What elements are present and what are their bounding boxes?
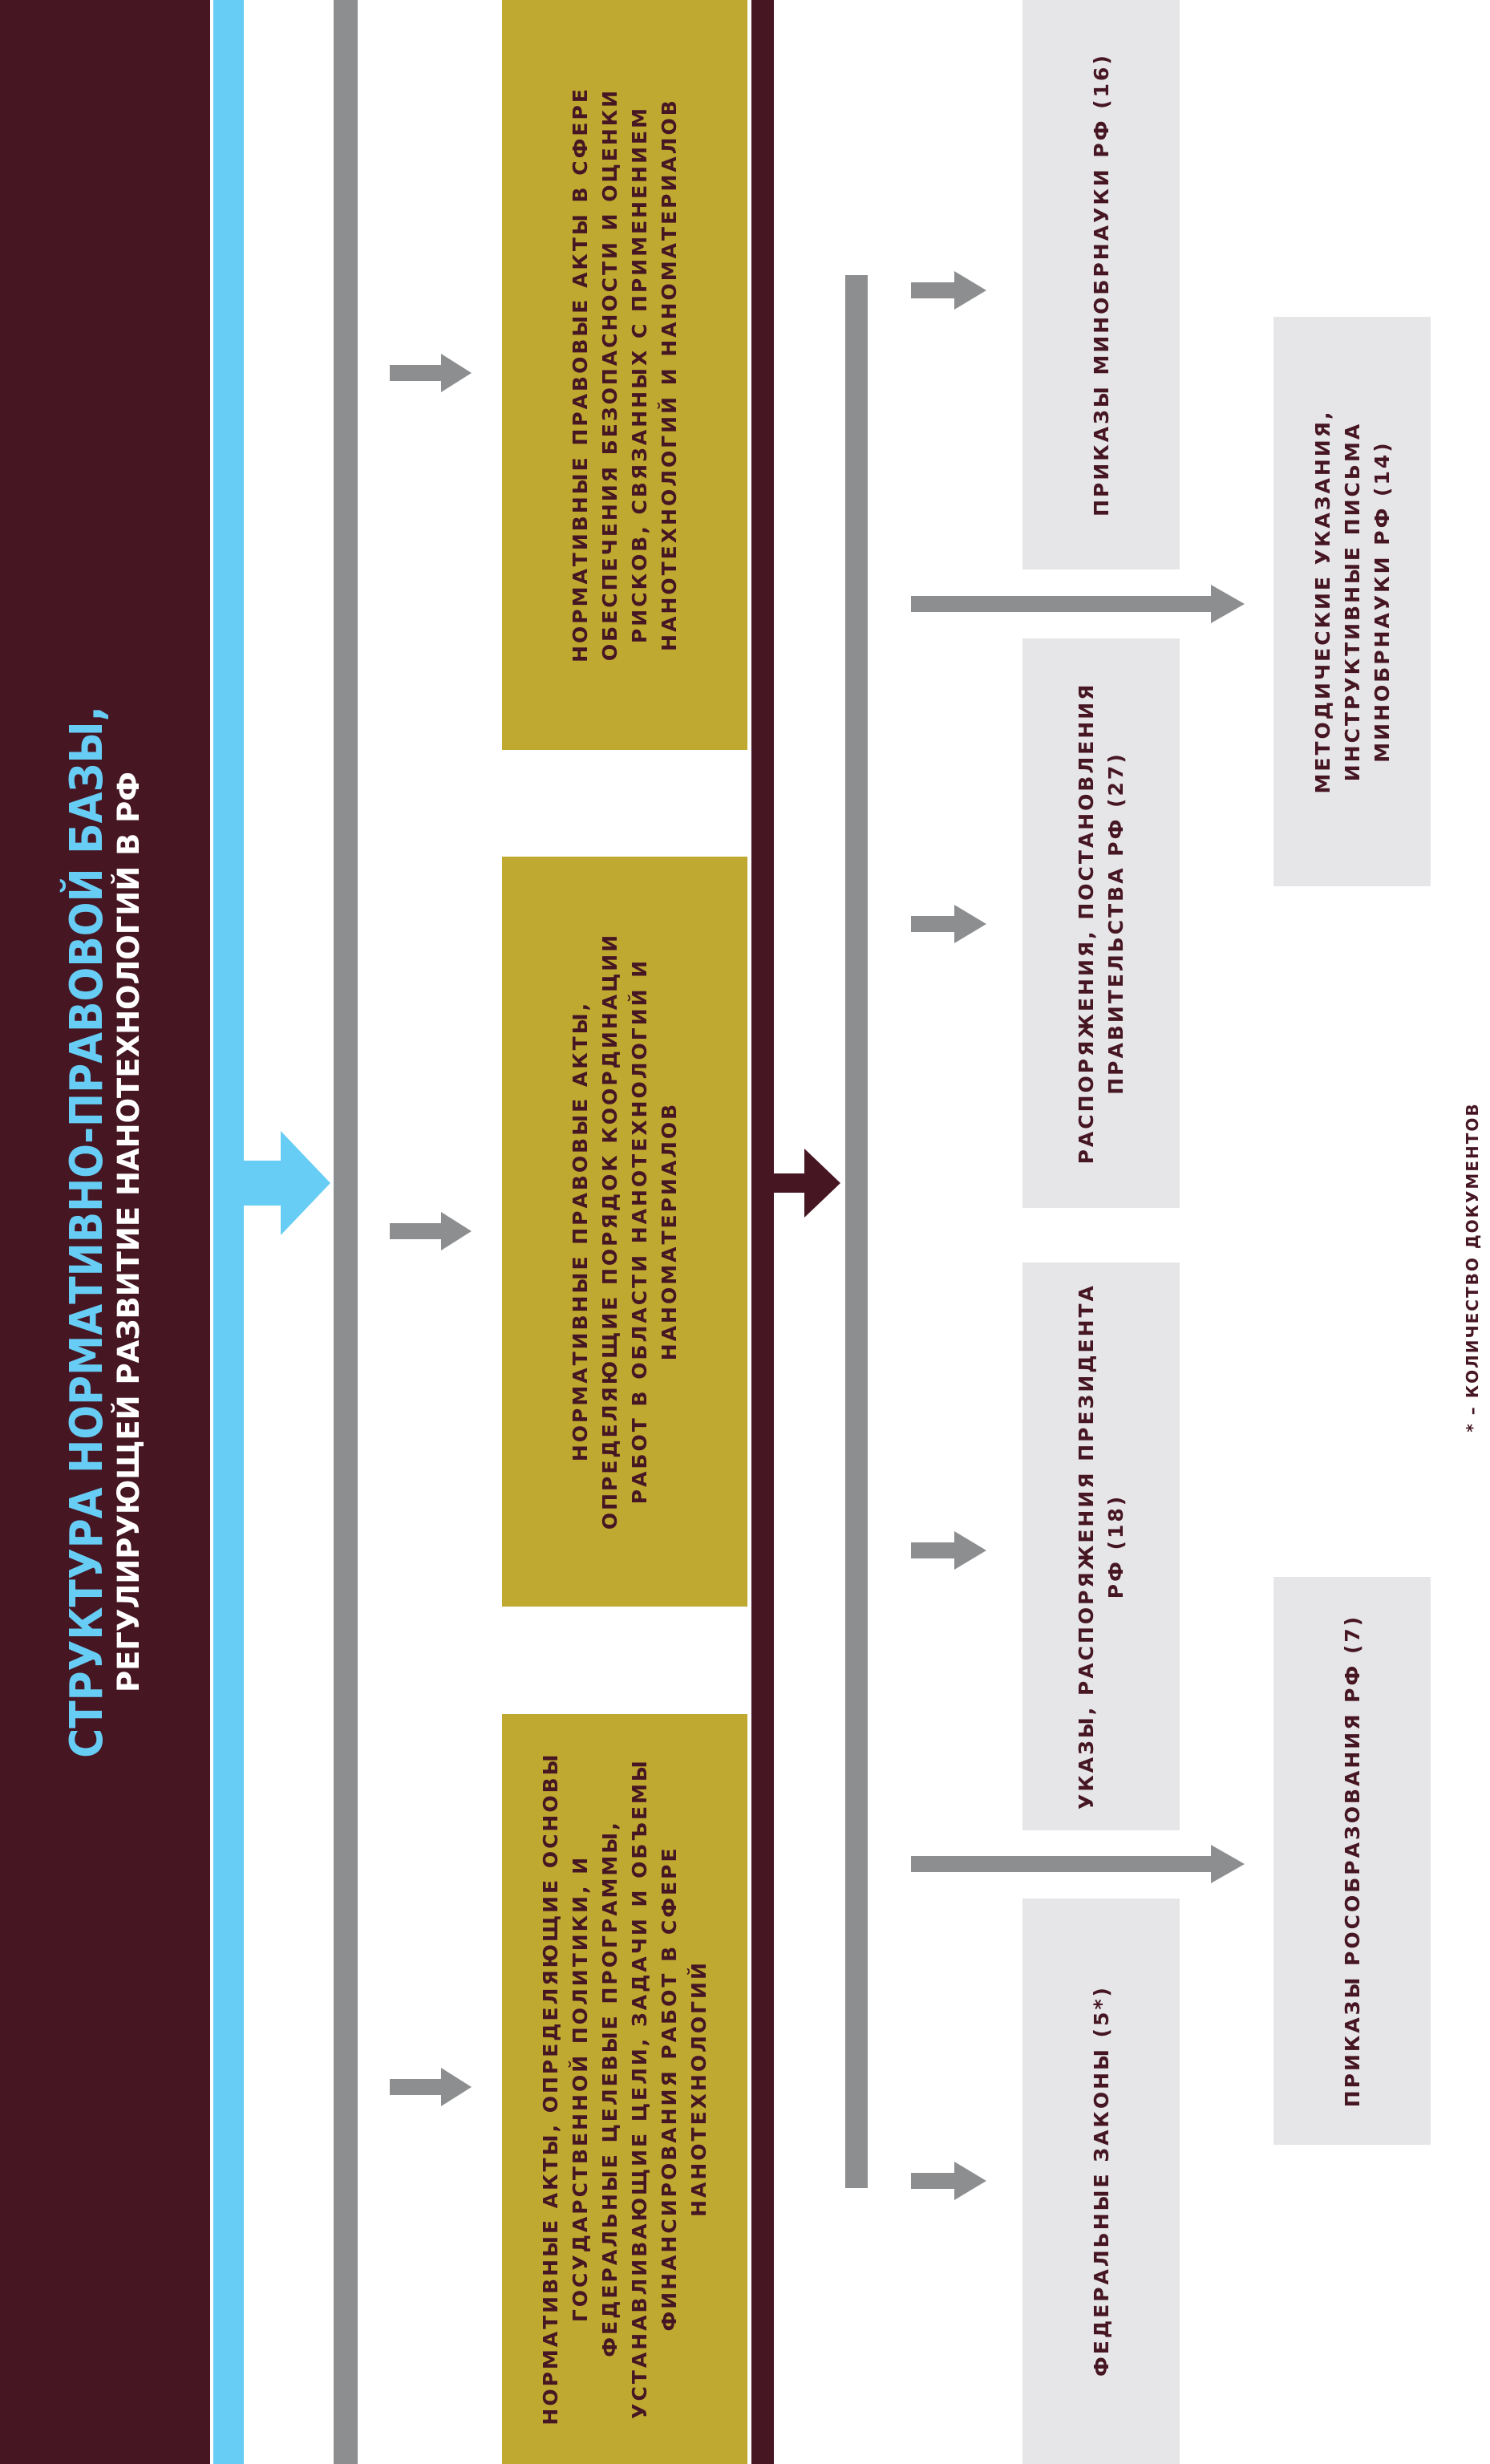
category-box-policy (502, 1714, 747, 2464)
title-panel (0, 0, 210, 2464)
gray-arrow-icon (911, 905, 986, 943)
footnote: * – КОЛИЧЕСТВО ДОКУМЕНТОВ (1463, 1102, 1482, 1433)
category-label-policy: НОРМАТИВНЫЕ АКТЫ, ОПРЕДЕЛЯЮЩИЕ ОСНОВЫ ГО… (539, 1752, 711, 2426)
document-box-federal-laws (1022, 1899, 1180, 2464)
gray-arrow-icon (390, 1212, 472, 1250)
long-gray-arrow-icon (911, 585, 1245, 623)
gray-arrow-icon (390, 354, 472, 392)
gray-arrow-icon (911, 271, 986, 310)
document-box-government (1022, 638, 1180, 1208)
blue-arrow-icon (244, 1131, 330, 1235)
gray-arrow-icon (390, 2068, 472, 2106)
document-box-rosobrazovanie (1273, 1577, 1431, 2145)
document-label-president: УКАЗЫ, РАСПОРЯЖЕНИЯ ПРЕЗИДЕНТА РФ (18) (1075, 1283, 1128, 1810)
document-label-minobrnauki: ПРИКАЗЫ МИНОБРНАУКИ РФ (16) (1089, 53, 1113, 517)
gray-bar-documents (845, 275, 868, 2188)
maroon-bar (751, 0, 774, 2464)
document-box-methodical (1273, 317, 1431, 886)
document-label-methodical: МЕТОДИЧЕСКИЕ УКАЗАНИЯ, ИНСТРУКТИВНЫЕ ПИС… (1310, 409, 1394, 794)
gray-arrow-icon (911, 1531, 986, 1570)
blue-bar (213, 0, 244, 2464)
category-box-coordination (502, 857, 747, 1607)
document-label-federal-laws: ФЕДЕРАЛЬНЫЕ ЗАКОНЫ (5*) (1089, 1985, 1113, 2377)
category-box-safety (502, 0, 747, 750)
maroon-arrow-icon (774, 1149, 840, 1218)
gray-arrow-icon (911, 2162, 986, 2200)
gray-bar (334, 0, 358, 2464)
document-box-minobrnauki (1022, 0, 1180, 569)
long-gray-arrow-icon (911, 1845, 1245, 1883)
category-label-safety: НОРМАТИВНЫЕ ПРАВОВЫЕ АКТЫ В СФЕРЕ ОБЕСПЕ… (569, 87, 681, 663)
category-label-coordination: НОРМАТИВНЫЕ ПРАВОВЫЕ АКТЫ, ОПРЕДЕЛЯЮЩИЕ … (569, 932, 681, 1530)
document-label-rosobrazovanie: ПРИКАЗЫ РОСОБРАЗОВАНИЯ РФ (7) (1340, 1614, 1364, 2108)
document-label-government: РАСПОРЯЖЕНИЯ, ПОСТАНОВЛЕНИЯ ПРАВИТЕЛЬСТВ… (1075, 682, 1128, 1165)
document-box-president (1022, 1262, 1180, 1830)
